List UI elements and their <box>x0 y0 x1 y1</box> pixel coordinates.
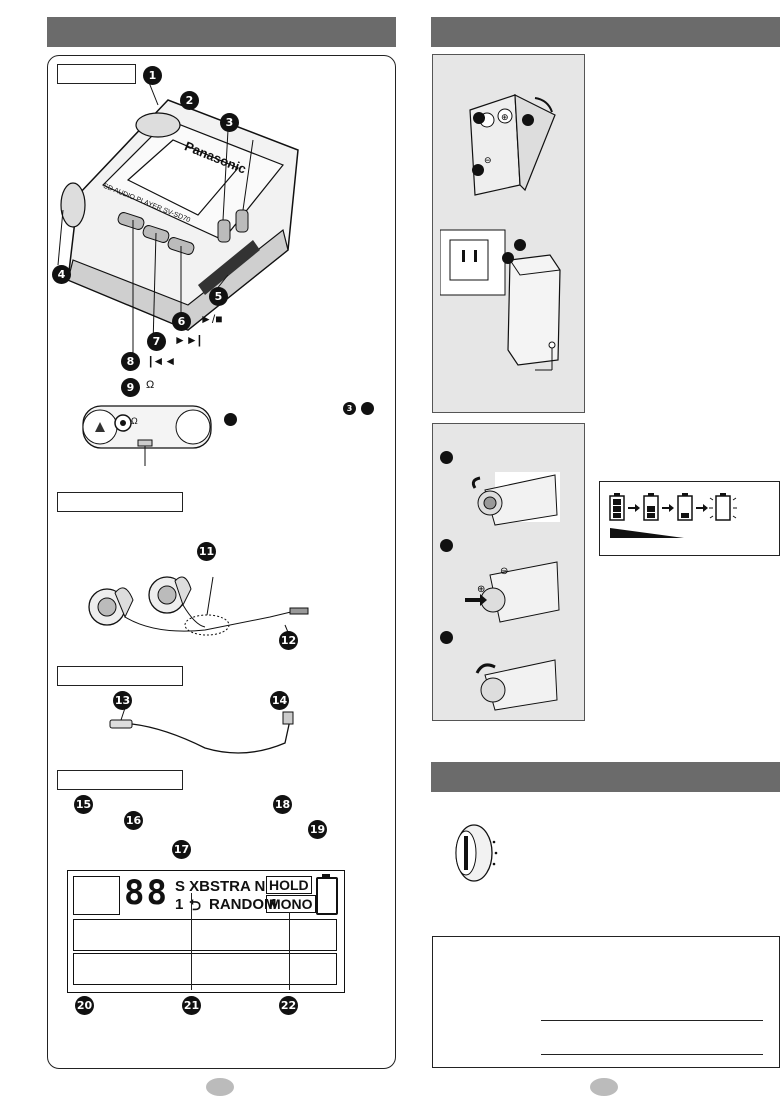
lcd-blank-box <box>73 876 120 915</box>
svg-text:⊖: ⊖ <box>500 566 508 577</box>
svg-text:⊕: ⊕ <box>501 113 509 123</box>
svg-text:⊖: ⊖ <box>484 156 492 166</box>
callout-5: 5 <box>209 287 228 306</box>
cable-label-box <box>57 666 183 686</box>
skip-back-symbol: |◄◄ <box>149 354 177 368</box>
battery-indicator-box <box>599 481 780 556</box>
lcd-row1: S XBSTRA N <box>175 878 266 895</box>
callout-22: 22 <box>279 996 298 1015</box>
headphones-label-box <box>57 492 183 512</box>
callout-4: 4 <box>52 265 71 284</box>
step-c-marker <box>440 631 453 644</box>
play-stop-symbol: ►/■ <box>200 312 223 326</box>
callout-21: 21 <box>182 996 201 1015</box>
lcd-display: 88 S XBSTRA N 1 ⮌ RANDOM HOLD MONO <box>67 870 345 993</box>
battery-two-thirds-icon <box>643 493 659 521</box>
callout-10 <box>224 413 237 426</box>
battery-cover-close-illustration <box>475 659 558 711</box>
lcd-mono: MONO <box>266 895 316 913</box>
callout-11: 11 <box>197 542 216 561</box>
step-b-marker <box>440 539 453 552</box>
lcd-text-line-2 <box>73 953 337 985</box>
lcd-segment-digits: 88 <box>124 873 169 913</box>
info-line-1 <box>541 1020 763 1021</box>
headphone-symbol: Ω <box>146 379 155 391</box>
right-section-header-bottom <box>431 762 780 792</box>
main-unit-label-box <box>57 64 136 84</box>
callout-12: 12 <box>279 631 298 650</box>
callout-20: 20 <box>75 996 94 1015</box>
lcd-leader-22 <box>289 912 290 990</box>
info-box <box>432 936 780 1068</box>
callout-14: 14 <box>270 691 289 710</box>
side-view-illustration <box>82 405 212 466</box>
callout-7: 7 <box>147 332 166 351</box>
callout-3: 3 <box>220 113 239 132</box>
display-label-box <box>57 770 183 790</box>
cable-illustration <box>109 708 294 754</box>
battery-cover-open-illustration <box>471 472 560 526</box>
callout-18: 18 <box>273 795 292 814</box>
volume-knob-illustration <box>455 824 498 882</box>
info-line-2 <box>541 1054 763 1055</box>
callout-15: 15 <box>74 795 93 814</box>
lcd-hold: HOLD <box>266 876 312 894</box>
right-section-header-top <box>431 17 780 47</box>
callout-2: 2 <box>180 91 199 110</box>
callout-9: 9 <box>121 378 140 397</box>
ref-callout-3: 3 <box>343 402 356 415</box>
lcd-repeat-icon: ⮌ <box>189 896 202 914</box>
battery-charger-illustration: ⊕ ⊖ <box>440 94 561 371</box>
svg-text:⊕: ⊕ <box>477 584 485 595</box>
lcd-battery-icon <box>316 877 338 915</box>
page-number-right <box>590 1078 618 1096</box>
callout-16: 16 <box>124 811 143 830</box>
lcd-text-line-1 <box>73 919 337 951</box>
battery-empty-blinking-icon <box>709 493 737 521</box>
lcd-random: RANDOM <box>209 896 277 913</box>
side-headphone-symbol: Ω <box>131 416 138 426</box>
callout-19: 19 <box>308 820 327 839</box>
battery-level-sequence <box>609 493 737 538</box>
left-section-header <box>47 17 396 47</box>
battery-insert-illustration: ⊕ ⊖ <box>465 561 560 623</box>
earphones-illustration <box>88 576 309 638</box>
page-number-left <box>206 1078 234 1096</box>
callout-6: 6 <box>172 312 191 331</box>
callout-13: 13 <box>113 691 132 710</box>
lcd-battery-tip <box>322 874 330 878</box>
skip-forward-symbol: ►►| <box>174 333 202 347</box>
lcd-row2-num: 1 <box>175 896 184 913</box>
battery-one-third-icon <box>677 493 693 521</box>
lcd-leader-21 <box>191 893 192 990</box>
callout-1: 1 <box>143 66 162 85</box>
step-a-marker <box>440 451 453 464</box>
ref-callout-dark <box>361 402 374 415</box>
lcd-row1-box: S XBSTRA N 1 ⮌ RANDOM <box>171 876 301 914</box>
callout-17: 17 <box>172 840 191 859</box>
battery-full-icon <box>609 493 625 521</box>
callout-8: 8 <box>121 352 140 371</box>
player-illustration <box>57 80 299 365</box>
